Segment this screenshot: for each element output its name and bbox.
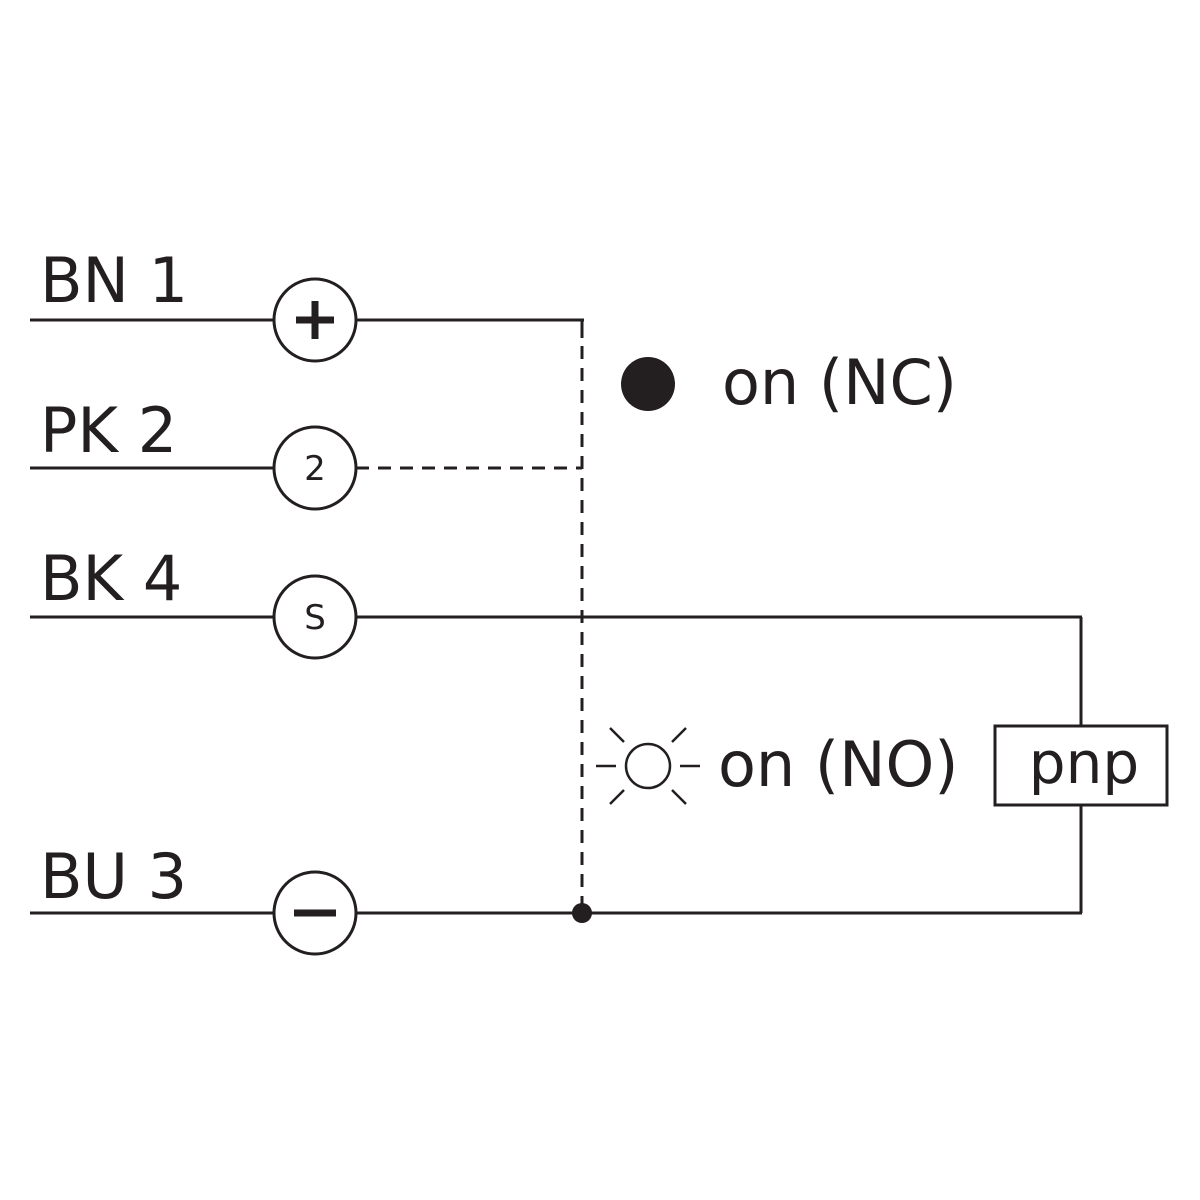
wire-label-pk2: PK 2 (40, 394, 177, 467)
pin-bu3 (272, 870, 358, 956)
output-box: pnp (993, 724, 1169, 807)
output-box-label: pnp (1029, 729, 1139, 797)
pin-bn1 (272, 277, 358, 363)
wire-label-bk4: BK 4 (40, 542, 182, 615)
indicator-no-label: on (NO) (718, 728, 959, 801)
led-light-icon (596, 727, 700, 805)
wire-label-bn1: BN 1 (40, 244, 188, 317)
pin-pk2: 2 (272, 425, 358, 511)
plus-icon (296, 301, 334, 339)
pin-pk2-label: 2 (304, 449, 326, 489)
pin-bk4: S (272, 574, 358, 660)
indicator-nc-label: on (NC) (722, 346, 957, 419)
junction-dot (572, 903, 592, 923)
filled-dot-icon (621, 357, 675, 411)
wire-label-bu3: BU 3 (40, 840, 187, 913)
pin-bk4-label: S (304, 598, 326, 638)
